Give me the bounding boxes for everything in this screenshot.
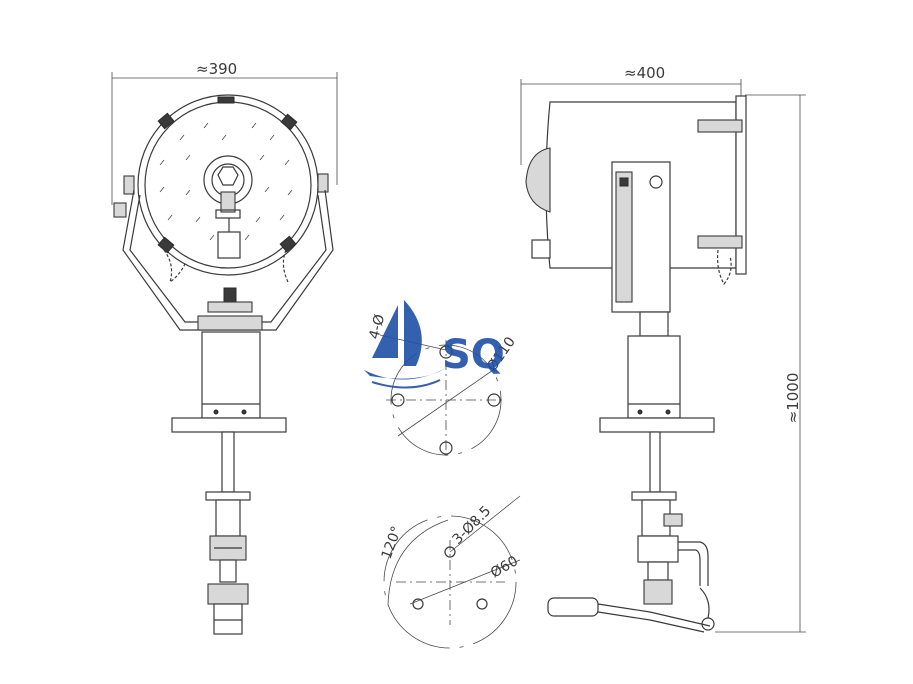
base-detail: 120° 3-Ø8.5 Ø60 [379, 495, 521, 649]
side-width-label: ≈400 [624, 64, 665, 82]
front-view: ≈390 [111, 60, 338, 635]
sq-logo: SQ [364, 300, 505, 389]
front-width-label: ≈390 [196, 60, 237, 78]
total-height-label: ≈1000 [784, 373, 802, 424]
sail-icon [372, 305, 398, 358]
base-holes-label: 3-Ø8.5 [450, 503, 495, 548]
side-view: ≈400 ≈1000 [520, 64, 806, 633]
flange-holes-label: 4-Ø [366, 313, 388, 341]
logo-text: SQ [442, 332, 505, 378]
base-pcd-label: Ø60 [488, 553, 521, 581]
